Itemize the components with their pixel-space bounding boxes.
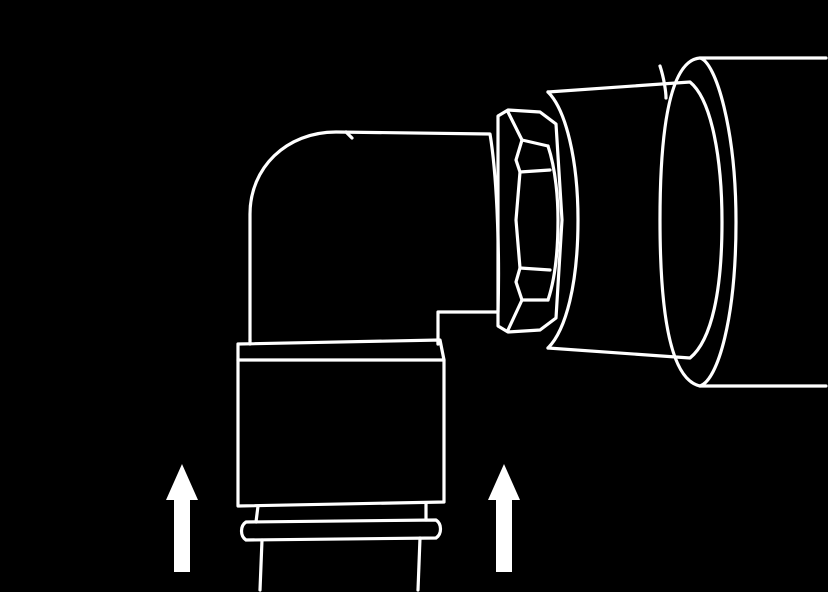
- left-up-arrow-icon: [166, 464, 198, 572]
- connector-sleeve: [236, 338, 446, 508]
- inserted-tube: [254, 502, 428, 592]
- pipe-collar: [546, 64, 724, 360]
- retaining-ring: [239, 518, 443, 542]
- right-up-arrow-icon: [488, 464, 520, 572]
- hex-nut: [496, 108, 564, 334]
- elbow-body: [248, 130, 501, 346]
- right-pipe: [658, 56, 828, 388]
